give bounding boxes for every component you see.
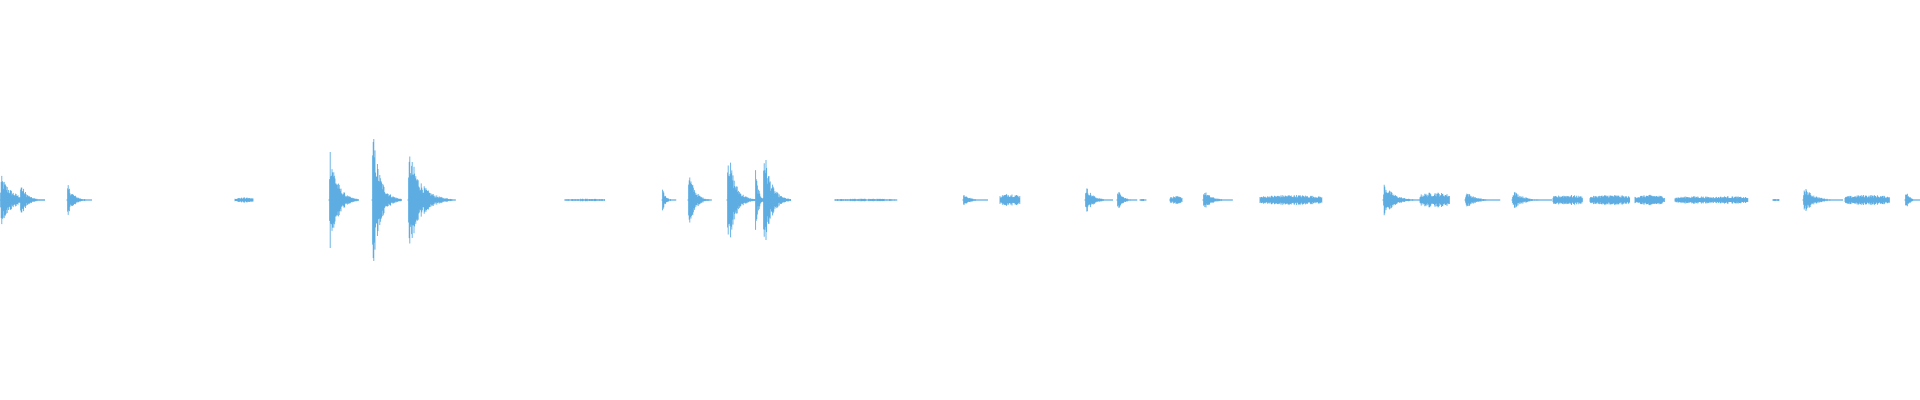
waveform-segment — [962, 195, 989, 205]
waveform-peak-path — [407, 156, 456, 244]
waveform-peak-path — [1419, 192, 1450, 208]
waveform-segment — [687, 177, 712, 223]
waveform-segment — [1772, 198, 1780, 202]
waveform-peak-path — [1139, 198, 1147, 202]
waveform-peak-path — [962, 195, 989, 205]
waveform-peak-path — [1464, 193, 1501, 207]
waveform-segment — [407, 156, 456, 244]
waveform-segment — [564, 198, 606, 202]
waveform-segment — [1382, 184, 1424, 216]
waveform-peak-path — [762, 160, 792, 240]
waveform-segment — [1419, 192, 1450, 208]
waveform-peak-path — [834, 198, 898, 202]
waveform-peak-path — [1634, 194, 1665, 206]
waveform-peak-path — [1259, 195, 1323, 205]
waveform-segment — [1844, 195, 1890, 205]
waveform-segment — [834, 198, 898, 202]
waveform-peak-path — [726, 162, 756, 238]
waveform-segment — [726, 162, 756, 238]
waveform-peak-path — [661, 189, 677, 211]
waveform-segment — [234, 197, 254, 203]
waveform-segment — [1139, 198, 1147, 202]
waveform-peak-path — [234, 197, 254, 203]
waveform-segment — [1552, 195, 1583, 205]
waveform-segment — [1084, 188, 1114, 212]
waveform-peak-path — [66, 185, 93, 215]
waveform-segment — [1464, 193, 1501, 207]
waveform-peak-path — [371, 139, 402, 261]
waveform-peak-path — [1382, 184, 1424, 216]
waveform-peak-path — [19, 187, 46, 213]
waveform-segment — [1802, 189, 1844, 211]
waveform-peak-path — [1116, 192, 1138, 208]
waveform-peak-path — [1589, 195, 1631, 205]
waveform-peak-path — [1511, 192, 1553, 208]
waveform-peak-path — [328, 152, 359, 248]
waveform-peak-path — [1844, 195, 1890, 205]
waveform-segment — [999, 194, 1021, 206]
waveform-peak-path — [1772, 198, 1780, 202]
waveform-peak-path — [1202, 192, 1233, 208]
waveform-segment — [1202, 192, 1233, 208]
waveform-bars — [0, 139, 1920, 261]
waveform-segment — [371, 139, 402, 261]
waveform-segment — [19, 187, 46, 213]
waveform-segment — [1511, 192, 1553, 208]
waveform-segment — [1259, 195, 1323, 205]
waveform-segment — [661, 189, 677, 211]
waveform-segment — [1116, 192, 1138, 208]
waveform-segment — [1169, 196, 1183, 204]
waveform-peak-path — [1709, 196, 1749, 204]
waveform-segment — [328, 152, 359, 248]
waveform-segment — [1674, 196, 1716, 204]
waveform-peak-path — [999, 194, 1021, 206]
waveform-peak-path — [1169, 196, 1183, 204]
waveform-segment — [1634, 194, 1665, 206]
waveform-segment — [1904, 193, 1920, 207]
waveform-peak-path — [1674, 196, 1716, 204]
waveform-peak-path — [1084, 188, 1114, 212]
waveform-peak-path — [687, 177, 712, 223]
waveform-peak-path — [1552, 195, 1583, 205]
waveform-peak-path — [1802, 189, 1844, 211]
waveform-segment — [66, 185, 93, 215]
waveform-peak-path — [1904, 193, 1920, 207]
waveform-segment — [1709, 196, 1749, 204]
waveform-segment — [1589, 195, 1631, 205]
waveform-peak-path — [564, 198, 606, 202]
waveform-segment — [762, 160, 792, 240]
